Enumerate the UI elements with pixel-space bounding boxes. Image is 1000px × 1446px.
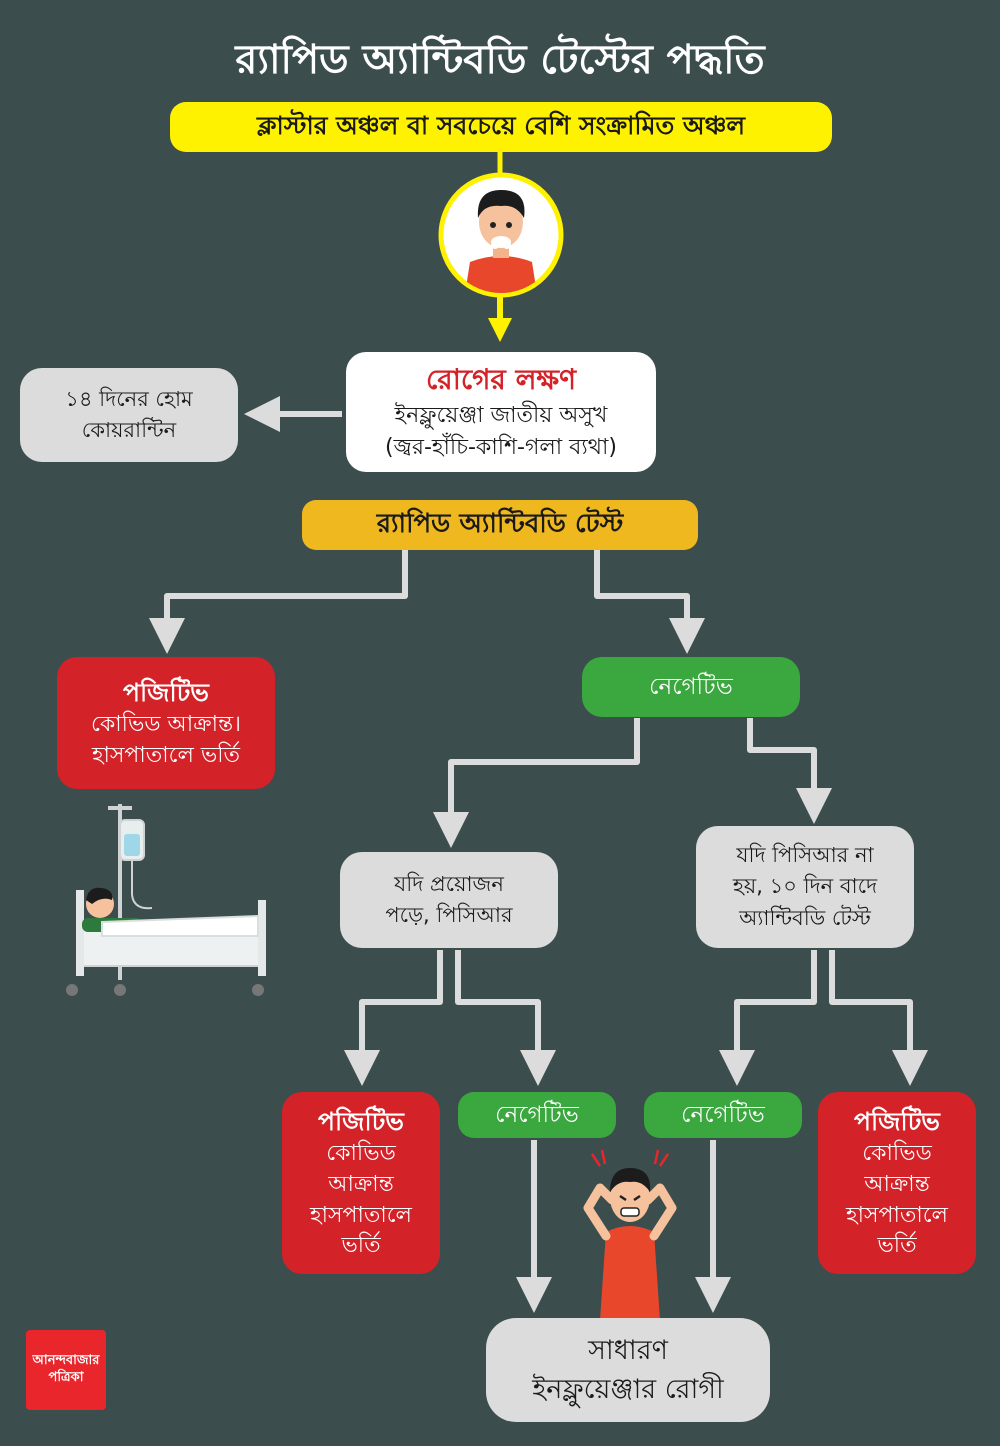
negative-main-label: নেগেটিভ bbox=[649, 673, 733, 700]
quarantine-box: ১৪ দিনের হোম কোয়রান্টিন bbox=[20, 368, 238, 462]
positive-left-line-1: কোভিড bbox=[326, 1140, 396, 1166]
zone-label: ক্লাস্টার অঞ্চল বা সবচেয়ে বেশি সংক্রামি… bbox=[256, 110, 746, 140]
positive-left-line-2: আক্রান্ত bbox=[328, 1171, 394, 1197]
quarantine-line-2: কোয়রান্টিন bbox=[81, 418, 177, 442]
positive-right-line-1: কোভিড bbox=[862, 1140, 932, 1166]
logo-line-1: আনন্দবাজার bbox=[32, 1353, 100, 1369]
zone-banner: ক্লাস্টার অঞ্চল বা সবচেয়ে বেশি সংক্রামি… bbox=[170, 102, 832, 152]
test-to-positive-arrow bbox=[149, 550, 408, 654]
positive-left-heading: পজিটিভ bbox=[318, 1106, 404, 1136]
test-to-negative-arrow bbox=[594, 550, 705, 654]
positive-left-line-4: ভর্তি bbox=[341, 1233, 381, 1259]
positive-main-line-2: হাসপাতালে ভর্তি bbox=[91, 742, 241, 768]
negative-left-label: নেগেটিভ bbox=[495, 1101, 579, 1128]
positive-right-box: পজিটিভ কোভিড আক্রান্ত হাসপাতালে ভর্তি bbox=[818, 1092, 976, 1274]
positive-left-box: পজিটিভ কোভিড আক্রান্ত হাসপাতালে ভর্তি bbox=[282, 1092, 440, 1274]
publisher-logo: আনন্দবাজার পত্রিকা bbox=[26, 1330, 106, 1410]
result-line-2: ইনফ্লুয়েঞ্জার রোগী bbox=[532, 1374, 724, 1405]
page-title: র‍্যাপিড অ্যান্টিবডি টেস্টের পদ্ধতি bbox=[235, 37, 765, 83]
pcr-to-positive-arrow bbox=[344, 950, 443, 1086]
negative-main-box: নেগেটিভ bbox=[582, 657, 800, 717]
pcr-line-1: যদি প্রয়োজন bbox=[394, 871, 504, 896]
quarantine-line-1: ১৪ দিনের হোম bbox=[65, 386, 193, 411]
negative-to-nopcr-arrow bbox=[747, 718, 832, 824]
positive-right-heading: পজিটিভ bbox=[854, 1106, 940, 1136]
no-pcr-line-3: অ্যান্টিবডি টেস্ট bbox=[739, 905, 871, 930]
symptoms-line-2: (জ্বর-হাঁচি-কাশি-গলা ব্যথা) bbox=[385, 435, 617, 461]
sick-person-illustration bbox=[438, 172, 564, 298]
positive-main-line-1: কোভিড আক্রান্ত। bbox=[90, 711, 242, 737]
hospital-bed-illustration bbox=[66, 804, 266, 996]
symptoms-heading: রোগের লক্ষণ bbox=[425, 362, 577, 396]
negative-right-box: নেগেটিভ bbox=[644, 1092, 802, 1138]
positive-right-line-4: ভর্তি bbox=[877, 1233, 917, 1259]
rapid-test-box: র‍্যাপিড অ্যান্টিবডি টেস্ট bbox=[302, 500, 698, 550]
positive-main-box: পজিটিভ কোভিড আক্রান্ত। হাসপাতালে ভর্তি bbox=[57, 657, 275, 789]
no-pcr-line-1: যদি পিসিআর না bbox=[736, 842, 874, 867]
pcr-to-negative-arrow bbox=[455, 950, 556, 1086]
no-pcr-box: যদি পিসিআর না হয়, ১০ দিন বাদে অ্যান্টিব… bbox=[696, 826, 914, 948]
nopcr-to-negative-arrow bbox=[719, 950, 817, 1086]
stressed-person-illustration bbox=[583, 1149, 677, 1320]
symptoms-box: রোগের লক্ষণ ইনফ্লুয়েঞ্জা জাতীয় অসুখ (জ… bbox=[346, 352, 656, 472]
positive-main-heading: পজিটিভ bbox=[123, 677, 209, 707]
negative-right-label: নেগেটিভ bbox=[681, 1101, 765, 1128]
common-flu-result-box: সাধারণ ইনফ্লুয়েঞ্জার রোগী bbox=[486, 1318, 770, 1422]
result-line-1: সাধারণ bbox=[588, 1334, 668, 1366]
positive-right-line-3: হাসপাতালে bbox=[846, 1202, 948, 1228]
logo-line-2: পত্রিকা bbox=[48, 1370, 84, 1385]
no-pcr-line-2: হয়, ১০ দিন বাদে bbox=[732, 874, 878, 899]
rapid-test-label: র‍্যাপিড অ্যান্টিবডি টেস্ট bbox=[376, 509, 624, 539]
positive-left-line-3: হাসপাতালে bbox=[310, 1202, 412, 1228]
symptoms-line-1: ইনফ্লুয়েঞ্জা জাতীয় অসুখ bbox=[394, 403, 608, 429]
pcr-if-needed-box: যদি প্রয়োজন পড়ে, পিসিআর bbox=[340, 852, 558, 948]
negative-left-box: নেগেটিভ bbox=[458, 1092, 616, 1138]
pcr-line-2: পড়ে, পিসিআর bbox=[385, 903, 513, 927]
nopcr-to-positive-arrow bbox=[829, 950, 928, 1086]
negative-to-pcr-arrow bbox=[433, 718, 640, 848]
positive-right-line-2: আক্রান্ত bbox=[864, 1171, 930, 1197]
